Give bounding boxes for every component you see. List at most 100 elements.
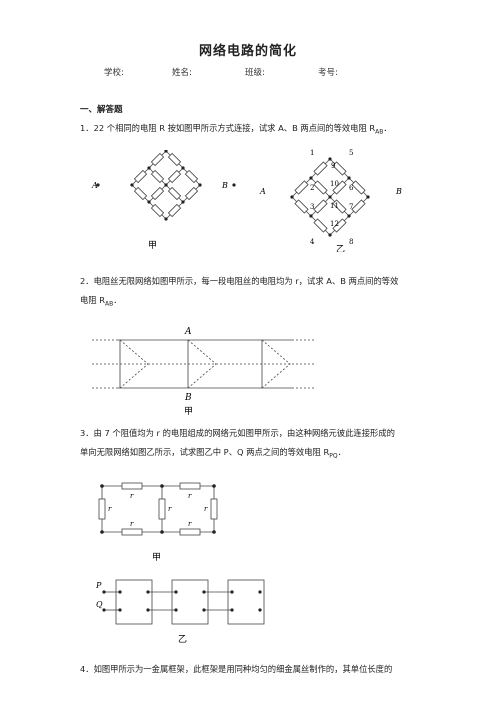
resistor bbox=[167, 169, 182, 184]
yi-node-5: 5 bbox=[349, 149, 353, 157]
node-dot bbox=[147, 166, 151, 170]
resistor bbox=[150, 203, 165, 218]
resistor bbox=[313, 199, 328, 214]
resistor bbox=[133, 186, 148, 201]
resistor bbox=[351, 199, 366, 214]
node-b-label: B bbox=[221, 181, 228, 190]
resistor bbox=[294, 180, 309, 195]
node-dot bbox=[328, 233, 332, 237]
id-label: 考号: bbox=[318, 68, 338, 78]
resistor bbox=[167, 203, 182, 218]
section-title: 一、解答题 bbox=[80, 105, 123, 115]
name-label: 姓名: bbox=[172, 68, 192, 78]
r-label-5: r bbox=[204, 505, 208, 513]
resistor bbox=[313, 161, 328, 176]
yi-node-2: 2 bbox=[310, 184, 314, 192]
yi-node-4: 4 bbox=[310, 238, 315, 246]
question-3: 3．由 7 个阻值均为 r 的电阻组成的网络元如图甲所示，由这种网络元彼此连接形… bbox=[80, 424, 435, 466]
fig2-label: 甲 bbox=[184, 406, 193, 417]
resistor bbox=[167, 152, 182, 167]
resistor bbox=[313, 218, 328, 233]
figure-1-jia: A B 甲 bbox=[91, 150, 236, 250]
node-dot bbox=[309, 214, 313, 218]
yi-node-9: 9 bbox=[331, 162, 335, 170]
yi-node-12: 12 bbox=[330, 220, 339, 228]
r-label-7: r bbox=[188, 520, 192, 528]
node-dot bbox=[164, 183, 168, 187]
figure-3-yi: P Q 乙 bbox=[95, 579, 265, 645]
resistor bbox=[150, 152, 165, 167]
resistor bbox=[332, 199, 347, 214]
r-label-6: r bbox=[130, 520, 134, 528]
q1-sub: AB bbox=[375, 128, 384, 136]
fig1-jia-label: 甲 bbox=[148, 240, 157, 250]
q2-line2-text: 电阻 R bbox=[80, 295, 105, 305]
question-4: 4．如图甲所示为一金属框架，此框架是用同种均匀的细金属丝制作的，其单位长度的 bbox=[80, 660, 435, 679]
node-dot bbox=[347, 214, 351, 218]
node-dot bbox=[232, 183, 236, 187]
q1-end: ． bbox=[383, 123, 392, 133]
node-dot bbox=[347, 176, 351, 180]
resistor bbox=[184, 186, 199, 201]
fig2-node-a: A bbox=[184, 327, 192, 337]
resistor bbox=[351, 180, 366, 195]
fig3-yi-label: 乙 bbox=[178, 634, 187, 645]
yi-node-8: 8 bbox=[349, 238, 353, 246]
resistor bbox=[133, 169, 148, 184]
q3-line2: 单向无限网络如图乙所示，试求图乙中 P、Q 两点之间的等效电阻 RPQ． bbox=[80, 443, 435, 466]
q2-line2: 电阻 RAB． bbox=[80, 291, 435, 314]
q1-text: 1．22 个相同的电阻 R 按如图甲所示方式连接，试求 A、B 两点间的等效电阻… bbox=[80, 123, 376, 133]
q3-sub: PQ bbox=[329, 452, 338, 460]
question-1: 1．22 个相同的电阻 R 按如图甲所示方式连接，试求 A、B 两点间的等效电阻… bbox=[80, 119, 435, 142]
resistor bbox=[294, 199, 309, 214]
node-dot bbox=[290, 195, 294, 199]
q4-line1: 4．如图甲所示为一金属框架，此框架是用同种均匀的细金属丝制作的，其单位长度的 bbox=[80, 664, 393, 674]
q2-sub: AB bbox=[105, 300, 114, 308]
resistor bbox=[332, 180, 347, 195]
node-dot bbox=[96, 183, 100, 187]
node-dot bbox=[198, 183, 202, 187]
school-label: 学校: bbox=[104, 68, 124, 78]
resistor bbox=[150, 186, 165, 201]
node-dot bbox=[328, 157, 332, 161]
q3-line1: 3．由 7 个阻值均为 r 的电阻组成的网络元如图甲所示，由这种网络元彼此连接形… bbox=[80, 428, 395, 438]
node-p-label: P bbox=[95, 581, 102, 590]
resistor bbox=[184, 169, 199, 184]
yi-node-6: 6 bbox=[349, 184, 354, 192]
q2-end: ． bbox=[113, 295, 122, 305]
node-dot bbox=[309, 176, 313, 180]
resistor bbox=[313, 180, 328, 195]
node-b-label-yi: B bbox=[395, 187, 402, 196]
r-label-3: r bbox=[108, 505, 112, 513]
q3-line2-text: 单向无限网络如图乙所示，试求图乙中 P、Q 两点之间的等效电阻 R bbox=[80, 447, 330, 457]
yi-node-7: 7 bbox=[349, 203, 353, 211]
class-label: 班级: bbox=[245, 68, 265, 78]
figure-3-jia: r r r r r r r 甲 bbox=[98, 482, 218, 563]
resistor bbox=[167, 186, 182, 201]
question-2: 2．电阻丝无限网络如图甲所示，每一段电阻丝的电阻均为 r，试求 A、B 两点间的… bbox=[80, 272, 435, 314]
fig3-jia-label: 甲 bbox=[152, 552, 161, 563]
resistor bbox=[332, 218, 347, 233]
node-dot bbox=[366, 195, 370, 199]
q2-line1: 2．电阻丝无限网络如图甲所示，每一段电阻丝的电阻均为 r，试求 A、B 两点间的… bbox=[80, 276, 399, 286]
page-title: 网络电路的简化 bbox=[198, 44, 297, 59]
node-a-label: A bbox=[91, 181, 98, 190]
resistor bbox=[332, 161, 347, 176]
node-dot bbox=[147, 200, 151, 204]
node-dot bbox=[130, 183, 134, 187]
fig2-node-b: B bbox=[184, 393, 192, 403]
resistor bbox=[150, 169, 165, 184]
node-dot bbox=[181, 166, 185, 170]
yi-node-1: 1 bbox=[310, 149, 314, 157]
node-a-label-yi: A bbox=[259, 187, 266, 196]
yi-node-3: 3 bbox=[310, 203, 314, 211]
node-dot bbox=[181, 200, 185, 204]
node-dot bbox=[164, 217, 168, 221]
node-q-label: Q bbox=[96, 600, 103, 609]
yi-node-10: 10 bbox=[330, 180, 339, 188]
r-label-2: r bbox=[188, 492, 192, 500]
figure-2: A B 甲 bbox=[92, 327, 314, 417]
q3-end: ． bbox=[337, 447, 346, 457]
figure-1-yi: A B 1 2 3 4 5 6 7 8 9 10 11 12 乙 bbox=[259, 149, 402, 252]
r-label-4: r bbox=[168, 505, 172, 513]
